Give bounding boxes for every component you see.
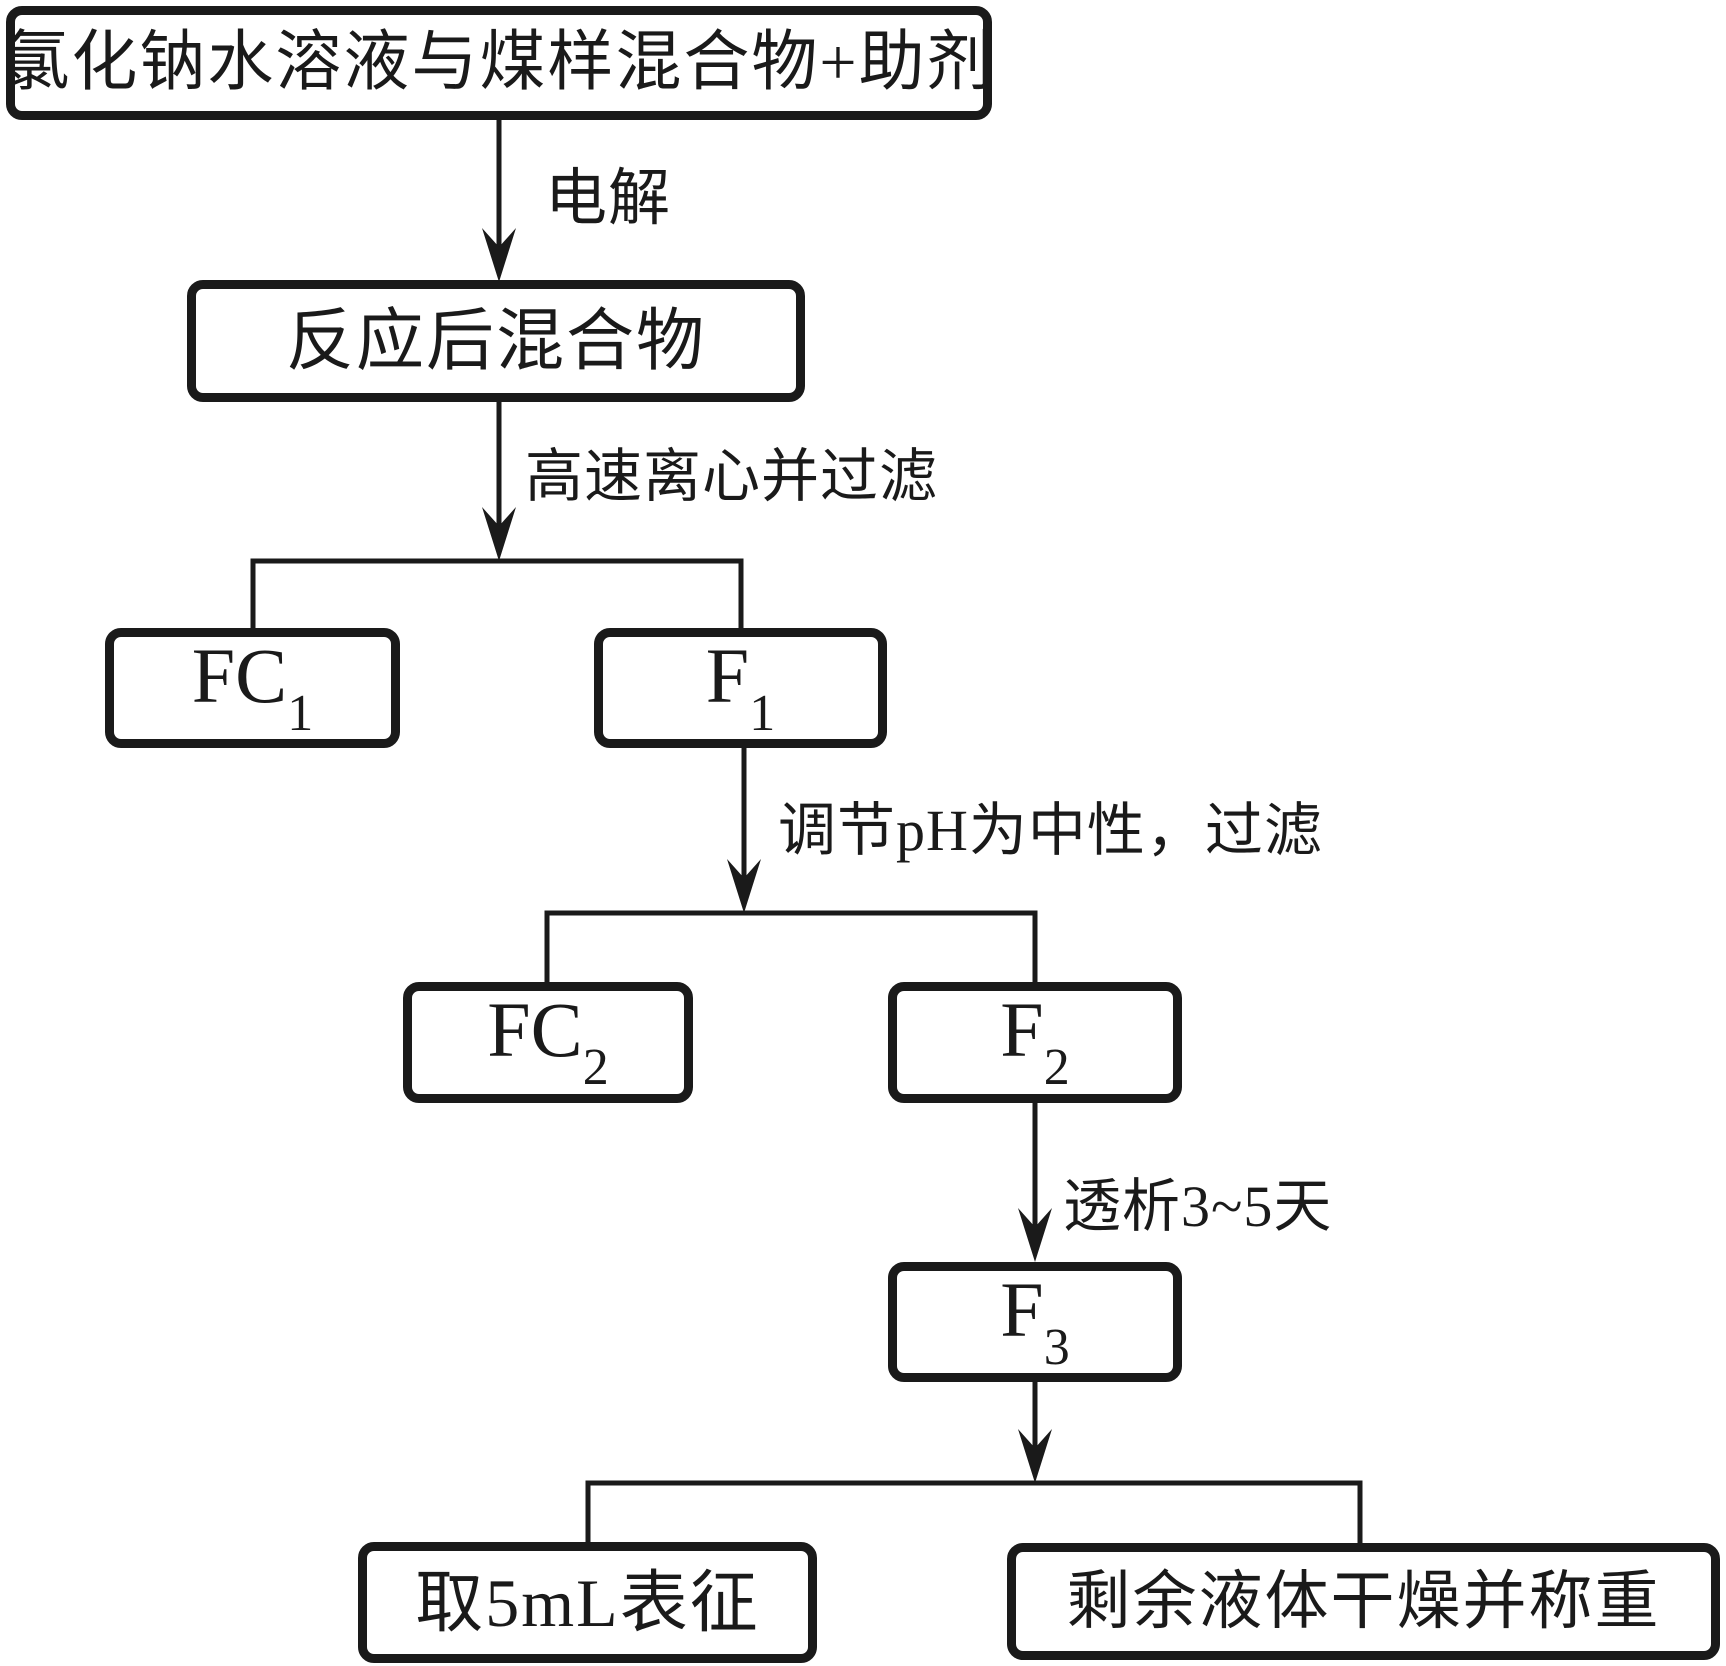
node-fc1-label: FC1 bbox=[191, 631, 314, 742]
node-take-5ml-label: 取5mL表征 bbox=[415, 1564, 760, 1641]
node-fc2-subscript: 2 bbox=[582, 1039, 609, 1096]
node-f1-subscript: 1 bbox=[749, 684, 776, 742]
node-f2: F2 bbox=[888, 982, 1182, 1103]
node-post-reaction-label: 反应后混合物 bbox=[285, 303, 706, 379]
edge-label-dialysis: 透析3~5天 bbox=[1063, 1174, 1333, 1239]
node-fc1-subscript: 1 bbox=[287, 684, 314, 742]
arrowhead-centrifuge bbox=[482, 507, 516, 561]
node-f2-label: F2 bbox=[1000, 986, 1070, 1096]
edge-label-electrolysis: 电解 bbox=[545, 165, 672, 233]
arrowhead-dialysis bbox=[1018, 1208, 1052, 1262]
node-remaining-label: 剩余液体干燥并称重 bbox=[1066, 1565, 1661, 1637]
split1-bracket bbox=[250, 558, 744, 630]
arrowhead-adjustph bbox=[727, 859, 761, 913]
node-f3: F3 bbox=[888, 1262, 1182, 1382]
arrowhead-f3-out bbox=[1018, 1429, 1052, 1483]
edge-label-centrifuge-filter: 高速离心并过滤 bbox=[525, 444, 939, 509]
split3-bracket bbox=[585, 1480, 1363, 1546]
split2-bracket bbox=[544, 910, 1038, 984]
node-f3-subscript: 3 bbox=[1043, 1318, 1070, 1376]
node-fc2: FC2 bbox=[403, 982, 693, 1103]
node-post-reaction: 反应后混合物 bbox=[187, 280, 805, 402]
node-take-5ml: 取5mL表征 bbox=[358, 1542, 817, 1663]
node-remaining: 剩余液体干燥并称重 bbox=[1007, 1543, 1720, 1660]
node-mixture-input-label: 氯化钠水溶液与煤样混合物+助剂 bbox=[3, 26, 995, 99]
node-f1-label: F1 bbox=[705, 631, 776, 742]
node-f2-subscript: 2 bbox=[1043, 1039, 1070, 1096]
node-f3-label: F3 bbox=[1000, 1265, 1070, 1376]
edge-label-adjust-ph: 调节pH为中性，过滤 bbox=[778, 798, 1323, 863]
node-f1: F1 bbox=[594, 628, 887, 748]
node-fc1: FC1 bbox=[105, 628, 400, 748]
node-fc2-label: FC2 bbox=[487, 986, 609, 1096]
node-mixture-input: 氯化钠水溶液与煤样混合物+助剂 bbox=[3, 6, 995, 120]
arrowhead-electrolysis bbox=[482, 228, 516, 282]
